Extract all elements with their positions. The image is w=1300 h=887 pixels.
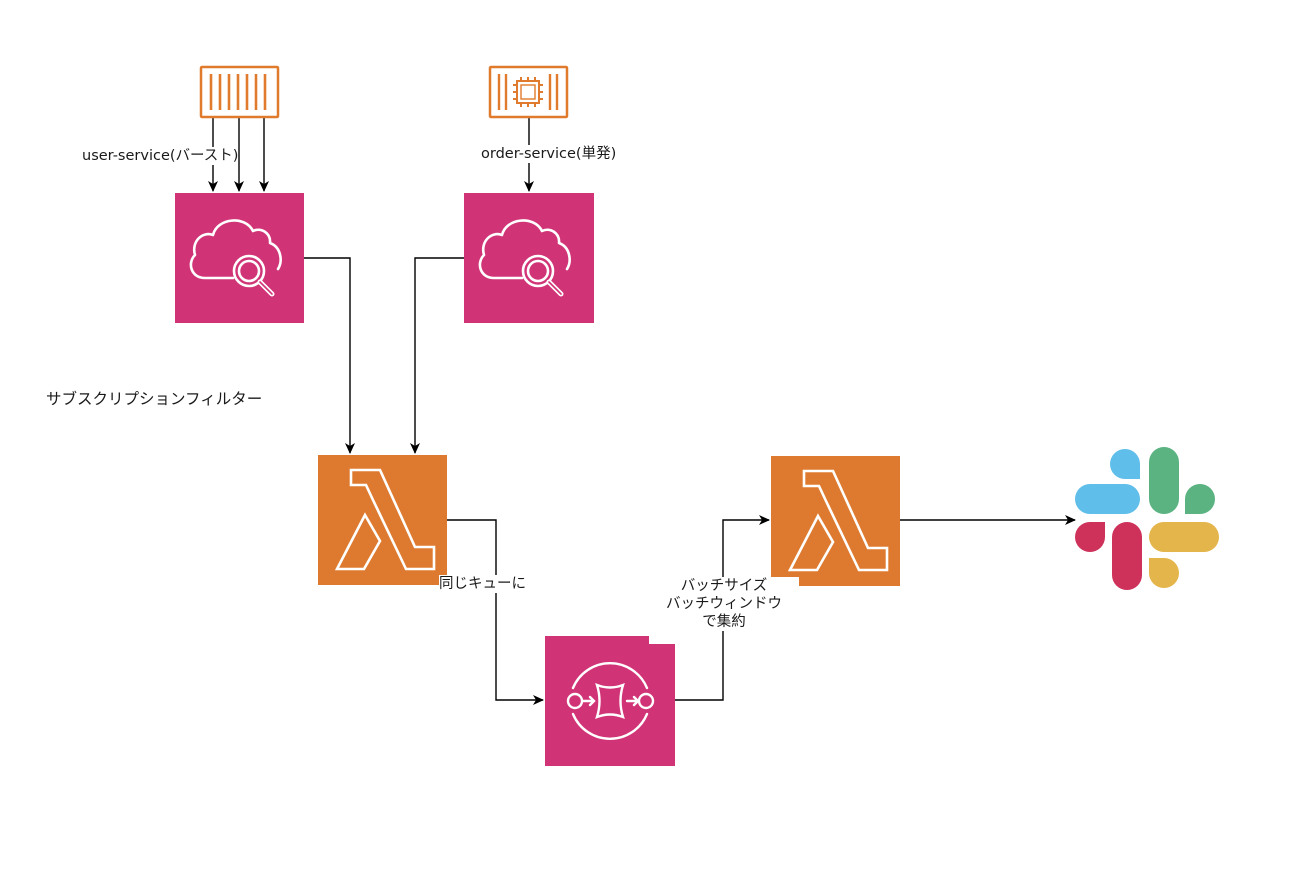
edge-logs-order-to-lambda[interactable] bbox=[410, 257, 464, 454]
edges bbox=[208, 117, 1076, 705]
batch-size-text: バッチサイズ bbox=[680, 578, 768, 594]
cloudwatch-logs-order-icon[interactable] bbox=[464, 193, 594, 323]
user-service-label: user-service(バースト) bbox=[82, 147, 239, 165]
batch-window-text: バッチウィンドウ bbox=[666, 596, 782, 612]
lambda-notifier-icon[interactable] bbox=[771, 456, 900, 586]
edge-lambda-to-sqs[interactable] bbox=[447, 519, 544, 705]
user-service-container-icon[interactable] bbox=[199, 65, 280, 119]
batch-aggregation-label: バッチサイズ バッチウィンドウ で集約 bbox=[649, 577, 799, 631]
slack-logo-icon[interactable] bbox=[1075, 447, 1219, 590]
subscription-filter-label: サブスクリプションフィルター bbox=[46, 390, 263, 408]
sqs-queue-icon[interactable] bbox=[545, 636, 675, 766]
edge-logs-user-to-lambda[interactable] bbox=[304, 257, 355, 454]
same-queue-label: 同じキューに bbox=[439, 575, 526, 593]
aggregate-text: で集約 bbox=[702, 614, 746, 630]
lambda-subscriber-icon[interactable] bbox=[318, 455, 447, 585]
order-service-container-icon[interactable] bbox=[488, 65, 569, 119]
order-service-label: order-service(単発) bbox=[481, 145, 617, 163]
cloudwatch-logs-user-icon[interactable] bbox=[175, 193, 304, 323]
